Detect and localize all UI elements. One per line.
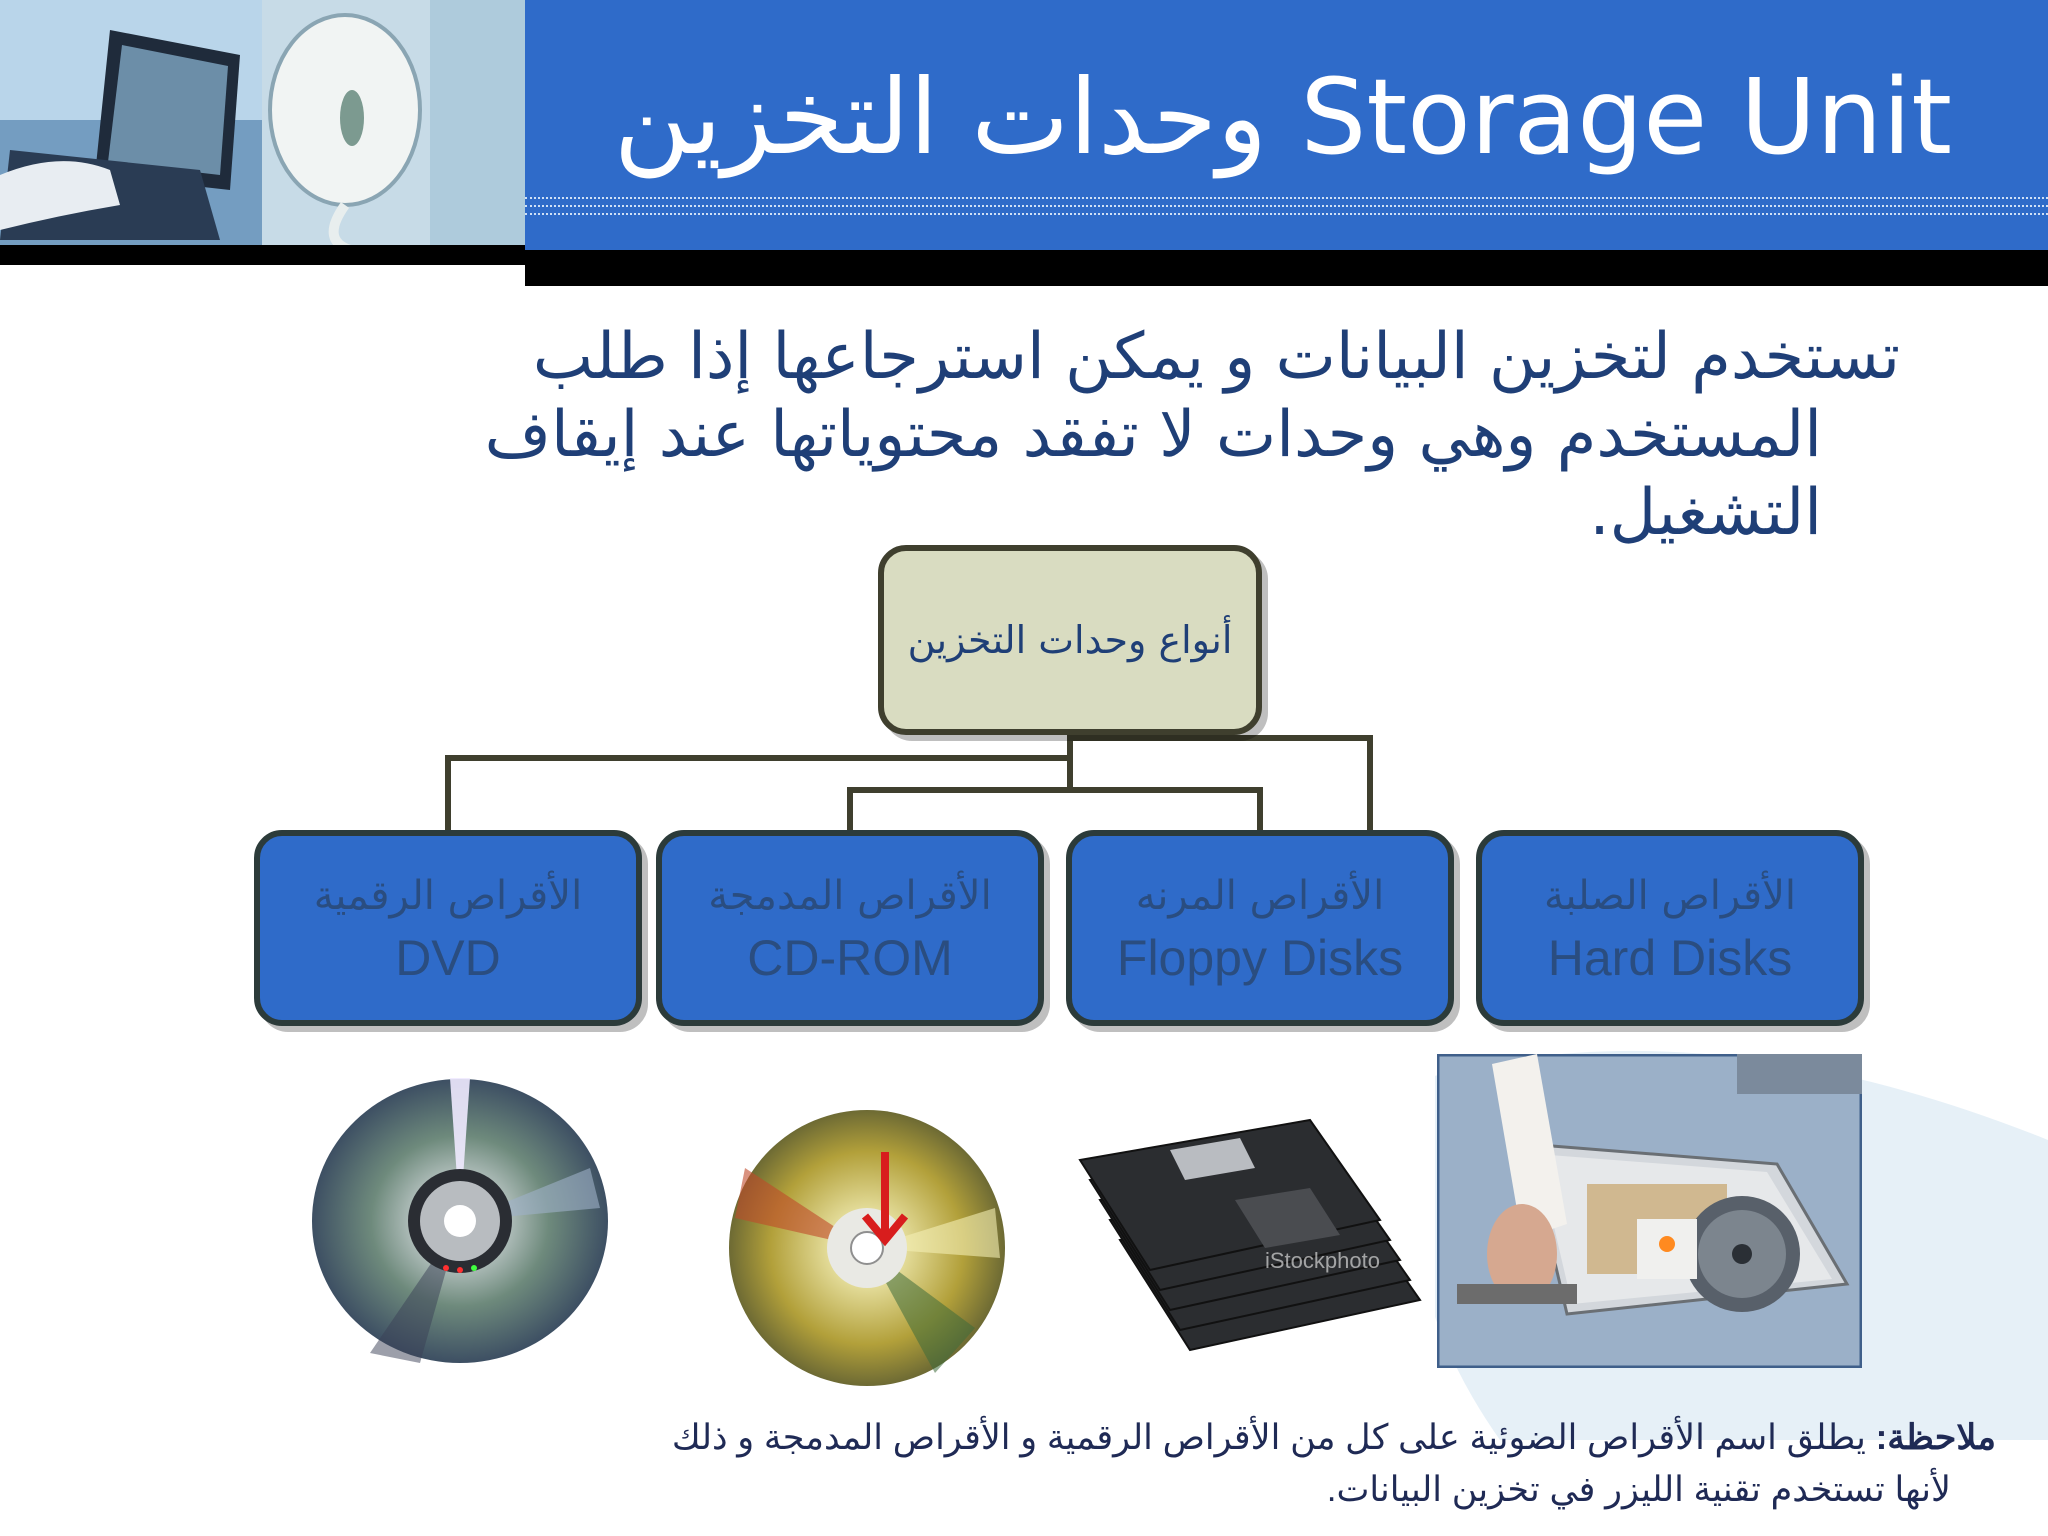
node-english-label: Floppy Disks (1117, 926, 1403, 990)
note-line: لأنها تستخدم تقنية الليزر في تخزين البيا… (96, 1464, 1996, 1516)
node-arabic-label: الأقراص الصلبة (1544, 866, 1796, 926)
diagram-node-harddisk: الأقراص الصلبة Hard Disks (1476, 830, 1864, 1026)
node-english-label: Hard Disks (1548, 926, 1792, 990)
connector-harddisk (1070, 735, 1370, 833)
note-label: ملاحظة: (1876, 1418, 1996, 1457)
dvd-disc-image (310, 1078, 610, 1368)
floppy-watermark: iStockphoto (1265, 1248, 1380, 1273)
header-underline (525, 250, 2048, 286)
node-arabic-label: الأقراص المدمجة (708, 866, 991, 926)
node-english-label: CD-ROM (747, 926, 953, 990)
intro-line: التشغيل. (200, 474, 1900, 552)
diagram-root-node: أنواع وحدات التخزين (878, 545, 1262, 735)
diagram-node-cdrom: الأقراص المدمجة CD-ROM (656, 830, 1044, 1026)
note-text: يطلق اسم الأقراص الضوئية على كل من الأقر… (672, 1418, 1866, 1457)
node-arabic-label: الأقراص الرقمية (314, 866, 582, 926)
floppy-disks-image: iStockphoto (1040, 1050, 1435, 1365)
title-divider-dots (525, 213, 2048, 215)
connector-cdrom (850, 735, 1070, 833)
laptop-mouse-illustration (0, 0, 525, 250)
intro-line: تستخدم لتخزين البيانات و يمكن استرجاعها … (200, 318, 1900, 396)
intro-line: المستخدم وهي وحدات لا تفقد محتوياتها عند… (200, 396, 1900, 474)
intro-paragraph: تستخدم لتخزين البيانات و يمكن استرجاعها … (200, 318, 1900, 552)
title-divider-dots (525, 205, 2048, 207)
diagram-root-label: أنواع وحدات التخزين (908, 618, 1233, 662)
note-paragraph: ملاحظة: يطلق اسم الأقراص الضوئية على كل … (96, 1412, 1996, 1516)
header-underline-left (0, 245, 525, 265)
title-divider-dots (525, 197, 2048, 199)
connector-floppy (1070, 735, 1260, 833)
hard-disk-image (1437, 1054, 1862, 1368)
diagram-node-floppy: الأقراص المرنه Floppy Disks (1066, 830, 1454, 1026)
slide-title: وحدات التخزين Storage Unit (614, 52, 1952, 182)
cd-disc-image (725, 1108, 1010, 1388)
node-english-label: DVD (395, 926, 501, 990)
note-line: ملاحظة: يطلق اسم الأقراص الضوئية على كل … (672, 1418, 1996, 1457)
header-photo (0, 0, 525, 250)
diagram-node-dvd: الأقراص الرقمية DVD (254, 830, 642, 1026)
node-arabic-label: الأقراص المرنه (1136, 866, 1384, 926)
connector-dvd (448, 735, 1070, 833)
